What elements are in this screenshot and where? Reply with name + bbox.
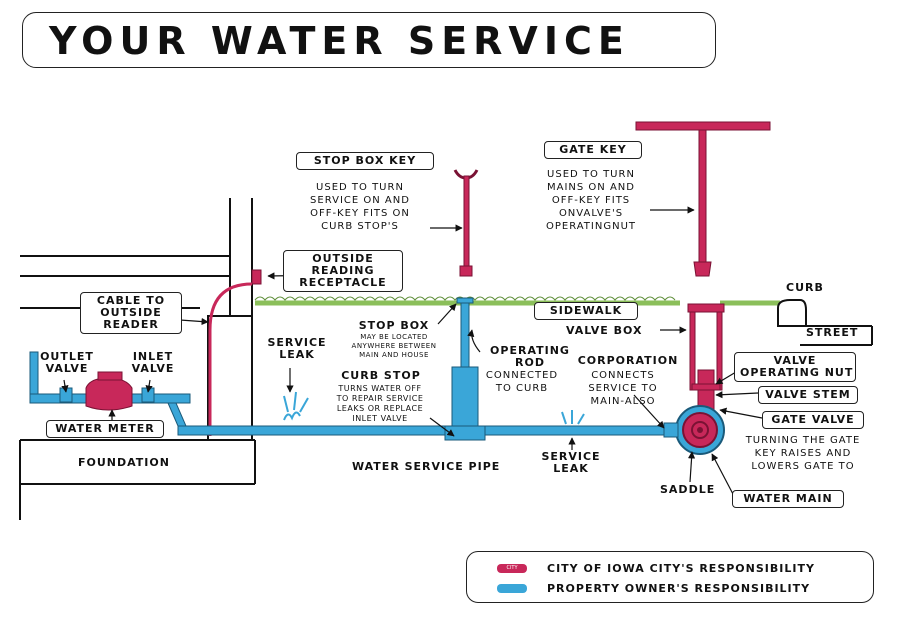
street-label: STREET [806,326,859,339]
title-box: YOUR WATER SERVICE [22,12,716,68]
service-leak-label-1: SERVICE LEAK [267,336,327,361]
outside-reading-receptacle-label: OUTSIDE READING RECEPTACLE [283,250,403,292]
valve-operating-nut-label: VALVE OPERATING NUT [734,352,856,382]
stop-box-key-desc: USED TO TURN SERVICE ON AND OFF-KEY FITS… [310,182,410,232]
gate-valve-label: GATE VALVE [762,411,864,429]
curb-stop-label: CURB STOP [341,369,421,382]
operating-rod-desc: CONNECTED TO CURB [485,370,559,394]
page-title: YOUR WATER SERVICE [49,19,630,63]
grass-line [254,296,780,306]
legend-swatch-city-tag: CITY [506,565,518,571]
water-meter-shape [59,371,155,411]
service-leak-label-2: SERVICE LEAK [541,450,601,475]
water-main-label: WATER MAIN [732,490,844,508]
legend-row-owner: PROPERTY OWNER'S RESPONSIBILITY [497,582,810,595]
operating-rod-label: OPERATING ROD [490,344,570,369]
gate-key-shape [635,121,771,277]
corporation-label: CORPORATION [577,354,679,367]
outside-reading-receptacle-shape [208,269,262,436]
foundation-block [19,439,256,520]
stop-box-shape [444,297,486,441]
valve-stem-label: VALVE STEM [758,386,858,404]
stop-box-label: STOP BOX [358,319,430,332]
gate-key-desc: USED TO TURN MAINS ON AND OFF-KEY FITS O… [545,169,637,232]
stop-box-key-label: STOP BOX KEY [296,152,434,170]
curb-shape [777,299,873,346]
inlet-valve-label: INLET VALVE [131,350,175,375]
legend-swatch-city: CITY [497,564,527,573]
legend-swatch-owner [497,584,527,593]
corporation-desc: CONNECTS SERVICE TO MAIN-ALSO [588,370,658,407]
stop-box-key-shape [453,169,479,277]
legend: CITY CITY OF IOWA CITY'S RESPONSIBILITY … [466,551,874,603]
legend-text-city: CITY OF IOWA CITY'S RESPONSIBILITY [547,562,815,575]
outlet-valve-label: OUTLET VALVE [40,350,94,375]
foundation-label: FOUNDATION [78,456,170,469]
gate-key-label: GATE KEY [544,141,642,159]
water-service-pipe-label: WATER SERVICE PIPE [352,460,501,473]
sidewalk-label: SIDEWALK [534,302,638,320]
legend-text-owner: PROPERTY OWNER'S RESPONSIBILITY [547,582,811,595]
cable-to-reader-label: CABLE TO OUTSIDE READER [80,292,182,334]
legend-row-city: CITY CITY OF IOWA CITY'S RESPONSIBILITY [497,562,815,575]
valve-box-shape [687,303,725,415]
gate-valve-desc: TURNING THE GATE KEY RAISES AND LOWERS G… [745,435,861,472]
valve-box-label: VALVE BOX [566,324,643,337]
service-leak-marks [283,391,585,425]
saddle-label: SADDLE [660,483,716,496]
curb-label: CURB [786,281,824,294]
water-meter-label: WATER METER [46,420,164,438]
stop-box-desc: MAY BE LOCATED ANYWHERE BETWEEN MAIN AND… [351,333,437,359]
curb-stop-desc: TURNS WATER OFF TO REPAIR SERVICE LEAKS … [336,384,424,423]
water-main-shape [675,405,725,455]
